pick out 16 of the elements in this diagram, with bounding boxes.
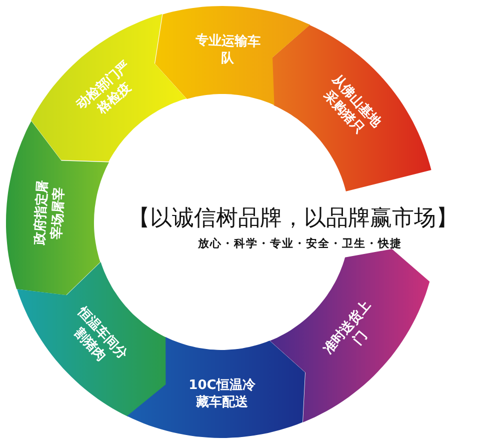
step-label: 恒温车间分割猪肉 (70, 304, 132, 366)
arrow-segment (31, 14, 187, 162)
step-label: 专业运输车队 (194, 32, 262, 68)
step-label: 从佛山基地采购猪只 (320, 71, 384, 139)
tagline: 放心・科学・专业・安全・卫生・快捷 (198, 236, 402, 251)
slogan-heading: 【以诚信树品牌，以品牌赢市场】 (128, 205, 458, 233)
step-label: 10C恒温冷藏车配送 (188, 376, 256, 411)
arrow-segment (272, 24, 432, 192)
arrow-segment (6, 120, 109, 295)
step-label: 准时送货上门 (320, 296, 375, 359)
arrow-segment (154, 6, 310, 106)
step-label: 政府指定屠宰场屠宰 (32, 178, 69, 248)
arrow-segment (270, 248, 430, 422)
arrow-segment (16, 262, 166, 416)
arrow-segment (127, 337, 306, 438)
step-label: 动检部门严格检疫 (73, 58, 136, 120)
